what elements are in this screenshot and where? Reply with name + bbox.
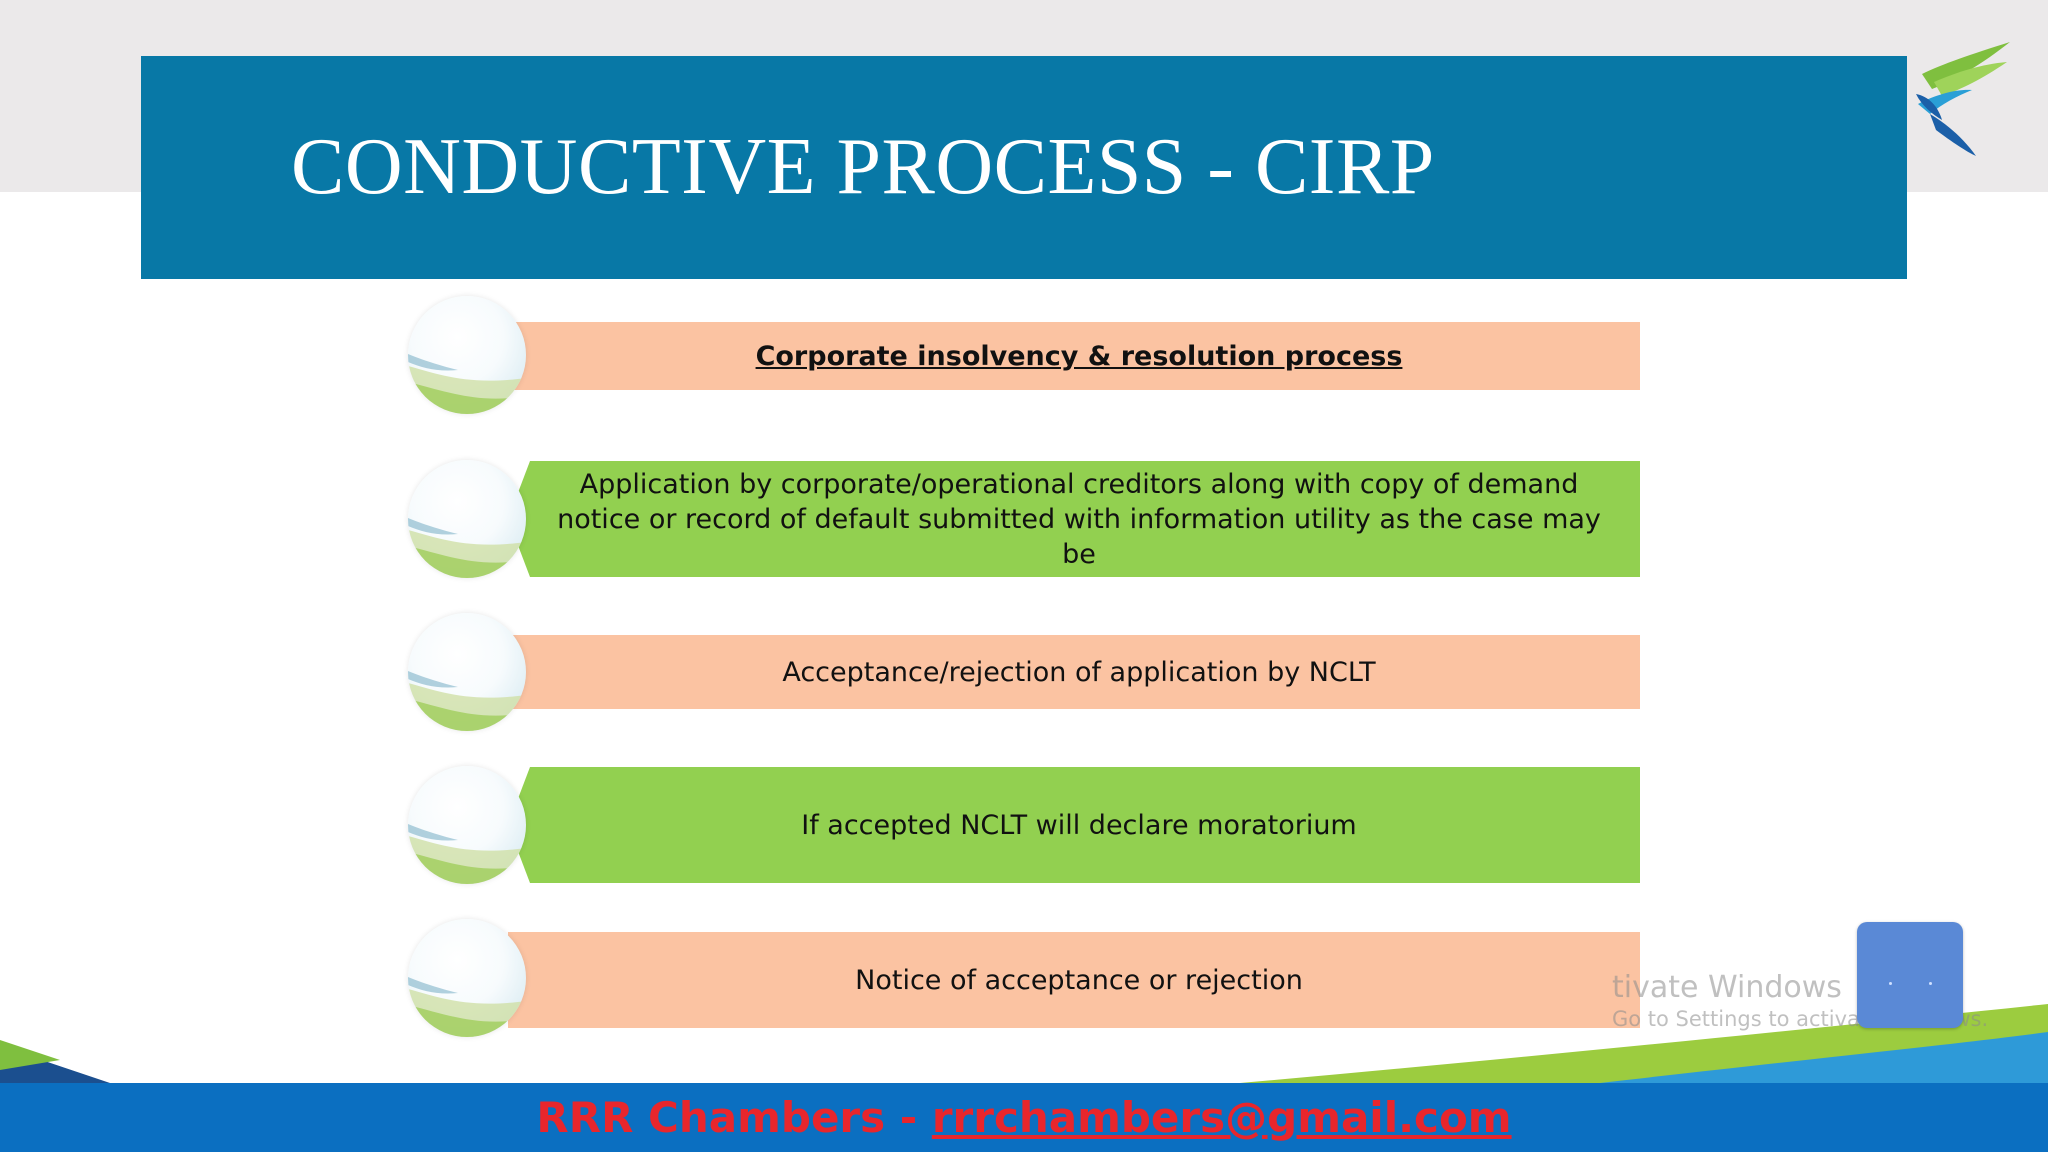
footer-company-name: RRR Chambers - — [536, 1093, 932, 1142]
watermark-line-1: tivate Windows — [1612, 970, 1842, 1005]
step-1-label-box: Corporate insolvency & resolution proces… — [508, 322, 1640, 390]
step-5: Notice of acceptance or rejection — [408, 919, 1640, 1037]
dot-icon — [1889, 982, 1892, 985]
slide-title: CONDUCTIVE PROCESS - CIRP — [291, 123, 1435, 211]
floating-action-button[interactable] — [1857, 922, 1963, 1028]
step-5-label-box: Notice of acceptance or rejection — [508, 932, 1640, 1028]
step-3-text: Acceptance/rejection of application by N… — [782, 656, 1376, 688]
step-2: Application by corporate/operational cre… — [408, 460, 1640, 578]
step-4-text: If accepted NCLT will declare moratorium — [801, 809, 1357, 841]
landscape-circle-icon — [408, 460, 526, 578]
step-3-label-box: Acceptance/rejection of application by N… — [508, 635, 1640, 709]
landscape-circle-icon — [408, 766, 526, 884]
step-2-text: Application by corporate/operational cre… — [557, 468, 1601, 570]
step-5-text: Notice of acceptance or rejection — [855, 964, 1303, 996]
footer-bar: RRR Chambers - rrrchambers@gmail.com — [0, 1083, 2048, 1152]
landscape-circle-icon — [408, 296, 526, 414]
title-bar: CONDUCTIVE PROCESS - CIRP — [141, 56, 1907, 279]
dot-icon — [1929, 982, 1932, 985]
step-1: Corporate insolvency & resolution proces… — [408, 296, 1640, 414]
footer-email-link[interactable]: rrrchambers@gmail.com — [931, 1093, 1512, 1142]
step-4: If accepted NCLT will declare moratorium — [408, 766, 1640, 884]
step-4-label-box: If accepted NCLT will declare moratorium — [508, 767, 1640, 883]
step-1-text: Corporate insolvency & resolution proces… — [755, 340, 1403, 372]
step-2-label-box: Application by corporate/operational cre… — [508, 461, 1640, 577]
leaf-bird-logo-icon — [1916, 42, 2010, 156]
bottom-wave-decoration — [0, 1004, 2048, 1083]
landscape-circle-icon — [408, 919, 526, 1037]
landscape-circle-icon — [408, 613, 526, 731]
step-3: Acceptance/rejection of application by N… — [408, 613, 1640, 731]
